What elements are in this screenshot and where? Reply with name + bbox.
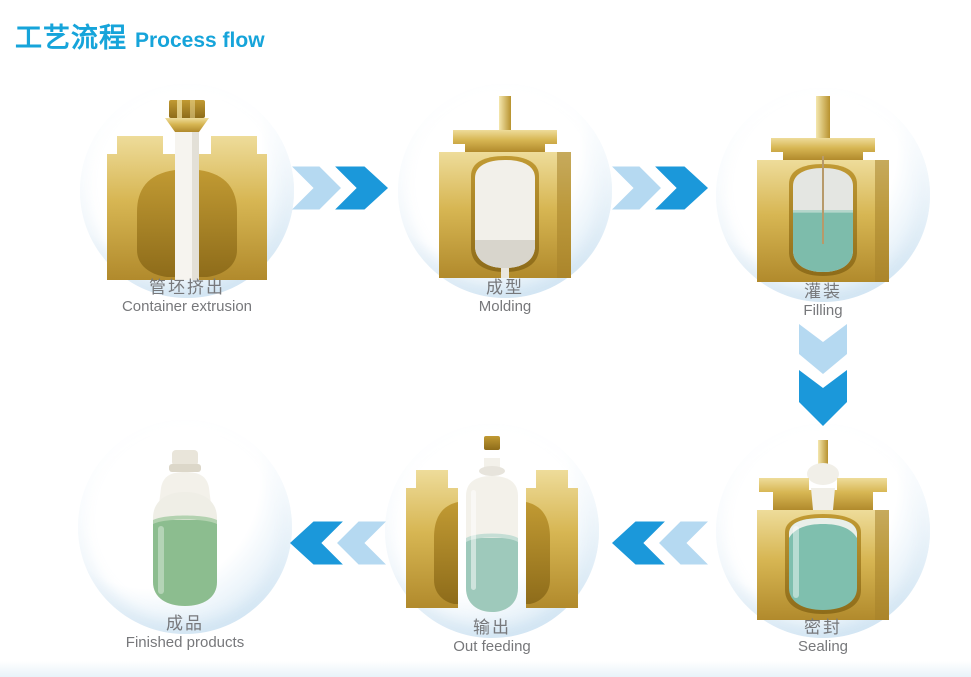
step-label-zh: 输出 bbox=[473, 618, 511, 637]
step-label-zh: 管坯挤出 bbox=[149, 278, 225, 297]
filling-illustration bbox=[757, 96, 889, 282]
step-sealing: 密封 Sealing bbox=[683, 424, 963, 677]
step-label-en: Molding bbox=[478, 298, 532, 315]
step-label-zh: 成型 bbox=[486, 278, 524, 297]
step-label-en: Finished products bbox=[125, 634, 245, 651]
page-title: 工艺流程 Process flow bbox=[15, 16, 265, 55]
step-label-zh: 成品 bbox=[166, 614, 204, 633]
flow-arrow-left-1 bbox=[612, 521, 708, 570]
step-label-zh: 灌装 bbox=[804, 282, 842, 301]
step-out-feeding: 输出 Out feeding bbox=[352, 424, 632, 677]
page-title-zh: 工艺流程 bbox=[15, 23, 127, 53]
bottom-tint bbox=[0, 661, 971, 677]
container-extrusion-illustration bbox=[107, 100, 267, 280]
page-title-en: Process flow bbox=[135, 29, 265, 52]
step-label-en: Filling bbox=[803, 302, 843, 319]
finished-product-illustration bbox=[153, 450, 217, 606]
step-filling: 灌装 Filling bbox=[683, 88, 963, 353]
flow-arrow-right-2 bbox=[612, 166, 708, 215]
flow-arrow-right-1 bbox=[292, 166, 388, 215]
molding-illustration bbox=[439, 96, 571, 278]
sealing-illustration bbox=[757, 440, 889, 620]
step-label-en: Out feeding bbox=[453, 638, 531, 655]
out-feeding-illustration bbox=[406, 436, 578, 612]
step-label-zh: 密封 bbox=[804, 618, 842, 637]
step-label-en: Container extrusion bbox=[121, 298, 253, 315]
step-molding: 成型 Molding bbox=[365, 84, 645, 349]
step-container-extrusion: 管坯挤出 Container extrusion bbox=[47, 84, 327, 349]
flow-arrow-left-2 bbox=[290, 521, 386, 570]
step-finished-products: 成品 Finished products bbox=[45, 420, 325, 677]
step-label-en: Sealing bbox=[797, 638, 849, 655]
flow-arrow-down bbox=[799, 324, 847, 431]
